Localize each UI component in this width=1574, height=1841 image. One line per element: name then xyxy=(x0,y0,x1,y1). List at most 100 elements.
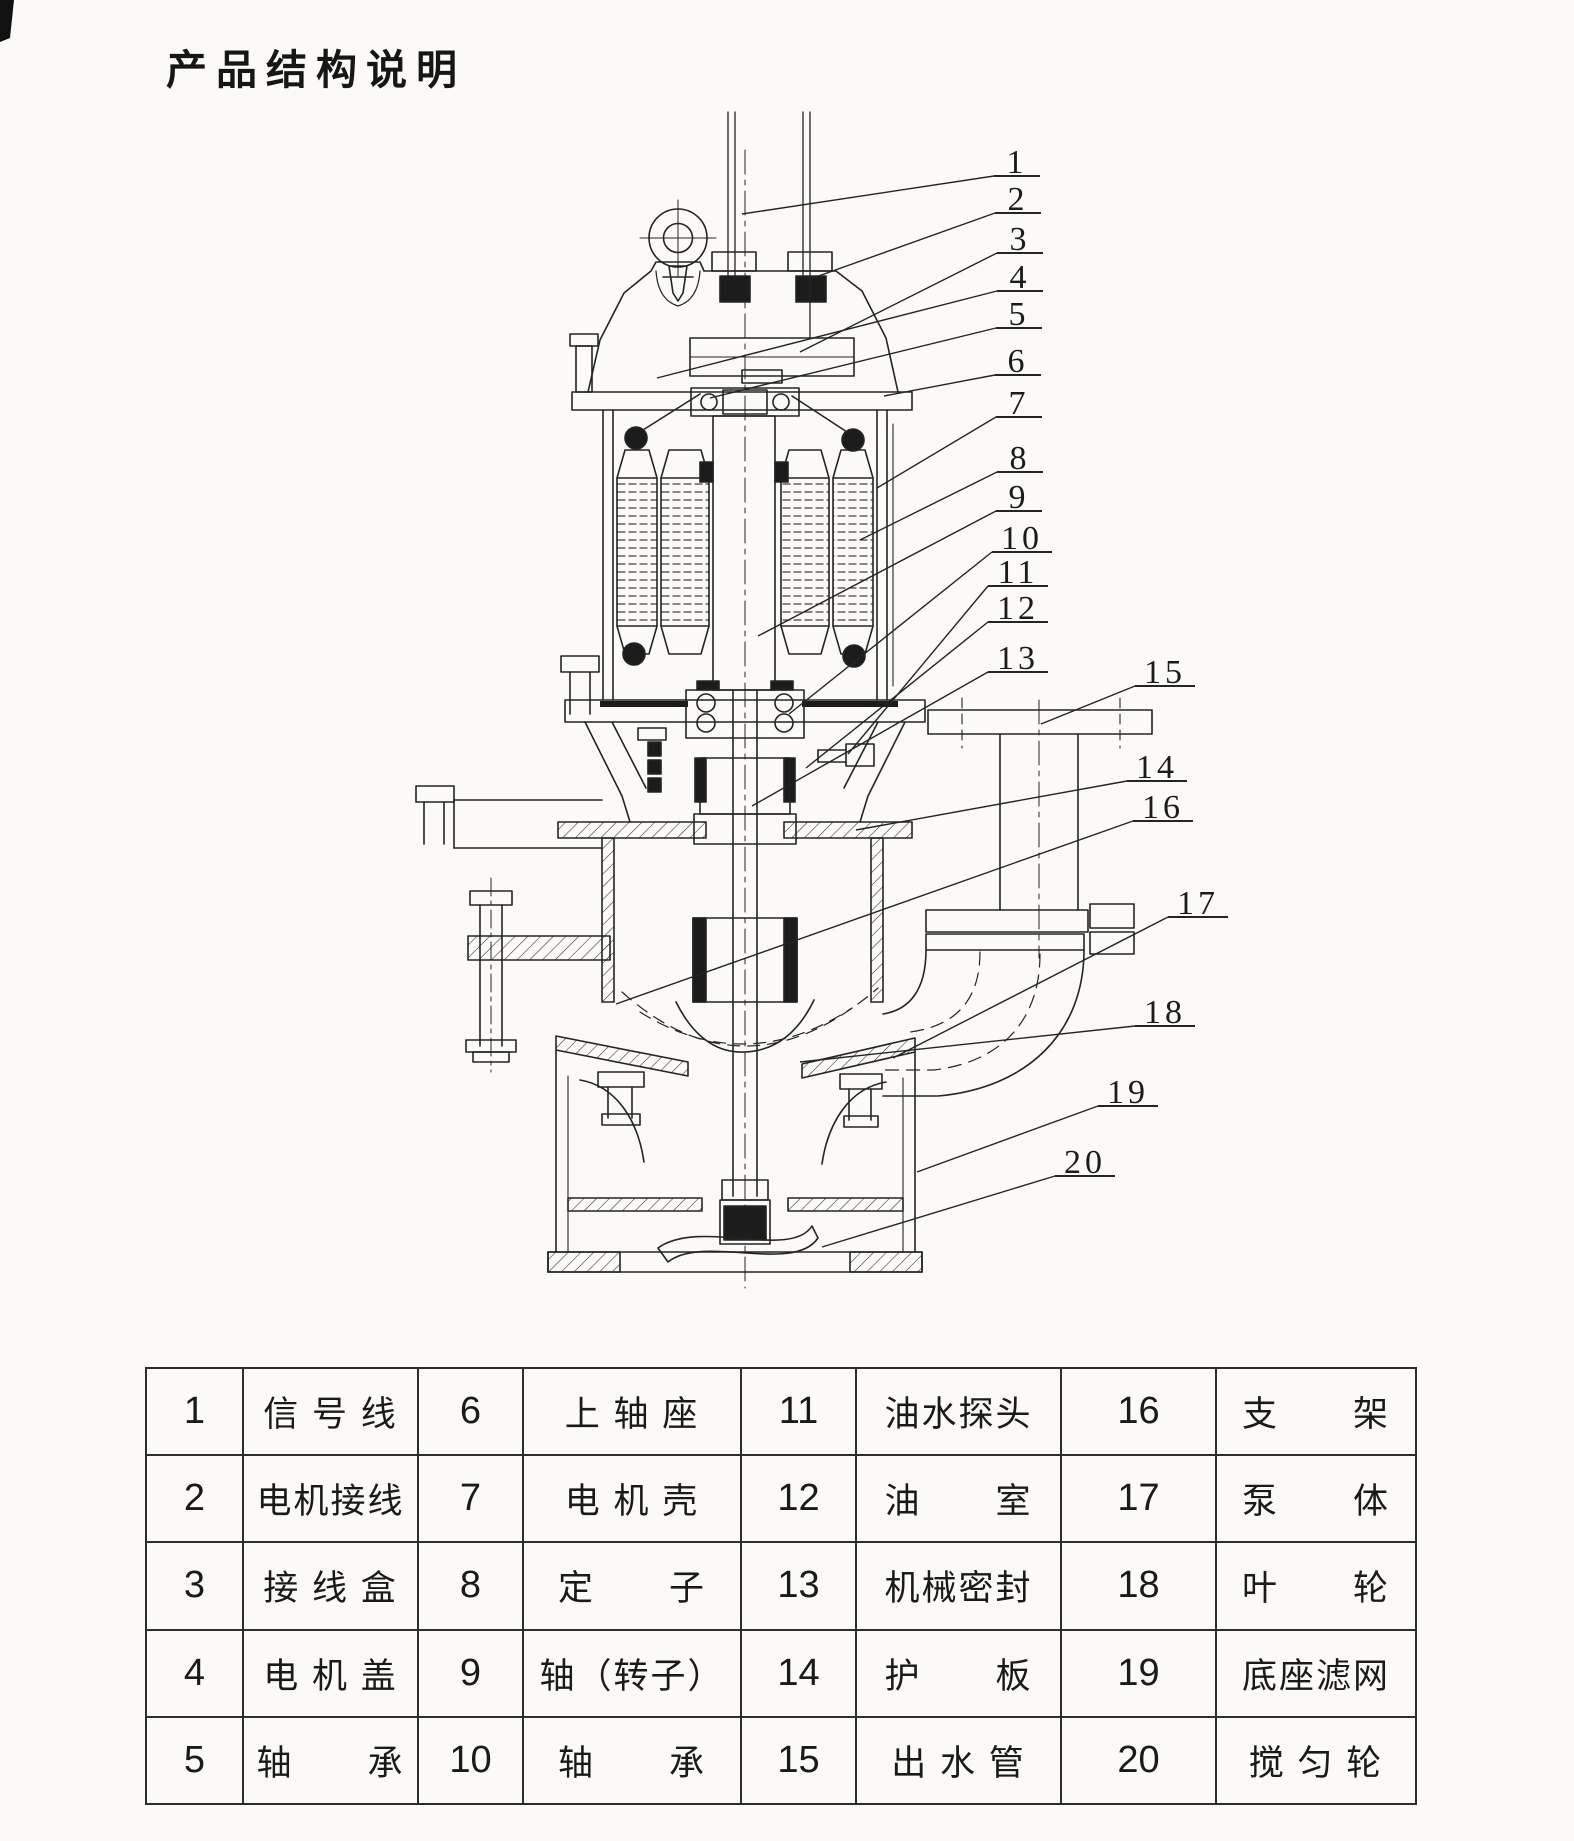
callout-number-20: 20 xyxy=(1064,1144,1106,1181)
lifting-eye xyxy=(639,199,717,302)
callout-number-16: 16 xyxy=(1142,789,1184,826)
leader-line-17 xyxy=(892,916,1169,1059)
impeller xyxy=(675,917,815,1053)
discharge-pipe xyxy=(882,697,1153,1097)
leader-line-13 xyxy=(751,671,989,807)
leader-line-3 xyxy=(799,252,998,353)
part-number-cell: 1 xyxy=(145,1366,244,1457)
part-number-cell: 4 xyxy=(145,1628,244,1718)
page-title: 产品结构说明 xyxy=(166,47,466,93)
callout-number-11: 11 xyxy=(998,554,1039,591)
part-name-cell: 机械密封 xyxy=(855,1541,1062,1631)
part-name-cell: 搅 匀 轮 xyxy=(1215,1715,1417,1806)
rotor-shaft xyxy=(699,415,789,1197)
leader-line-18 xyxy=(799,1025,1136,1063)
part-number-cell: 3 xyxy=(145,1541,244,1631)
callout-number-12: 12 xyxy=(997,590,1039,627)
part-number-cell: 15 xyxy=(740,1715,857,1806)
junction-box xyxy=(689,337,855,384)
callout-number-1: 1 xyxy=(1007,144,1028,181)
callout-number-14: 14 xyxy=(1136,749,1178,786)
part-name-cell: 出 水 管 xyxy=(855,1715,1062,1806)
callout-number-13: 13 xyxy=(997,640,1039,677)
part-name-cell: 油水探头 xyxy=(855,1366,1062,1457)
part-name-cell: 定 子 xyxy=(522,1541,742,1631)
oil-chamber xyxy=(584,721,906,823)
part-number-cell: 11 xyxy=(740,1366,857,1457)
leader-line-16 xyxy=(615,820,1134,1005)
part-name-cell: 轴 承 xyxy=(242,1715,419,1806)
callout-number-10: 10 xyxy=(1001,520,1043,557)
motor-cover xyxy=(569,261,913,411)
leader-line-20 xyxy=(821,1175,1056,1248)
part-name-cell: 上 轴 座 xyxy=(522,1366,742,1457)
callout-number-9: 9 xyxy=(1009,479,1030,516)
lower-bearing xyxy=(685,680,805,739)
part-name-cell: 叶 轮 xyxy=(1215,1541,1417,1631)
leader-line-4 xyxy=(656,290,998,379)
part-name-cell: 接 线 盒 xyxy=(242,1541,419,1631)
leader-line-10 xyxy=(788,551,993,715)
part-number-cell: 18 xyxy=(1060,1541,1217,1631)
leader-line-19 xyxy=(916,1105,1099,1173)
leader-line-1 xyxy=(741,175,995,215)
flange-bolt-left xyxy=(560,655,600,715)
pump-casing xyxy=(555,837,916,1079)
part-name-cell: 轴 承 xyxy=(522,1715,742,1806)
leader-line-6 xyxy=(883,374,996,397)
callout-number-4: 4 xyxy=(1010,259,1031,296)
callout-number-5: 5 xyxy=(1009,296,1030,333)
leader-line-15 xyxy=(1040,685,1136,725)
part-number-cell: 17 xyxy=(1060,1454,1217,1544)
part-number-cell: 13 xyxy=(740,1541,857,1631)
part-name-cell: 电 机 壳 xyxy=(522,1454,742,1544)
leader-line-12 xyxy=(805,621,989,769)
callout-number-8: 8 xyxy=(1010,440,1031,477)
callout-number-6: 6 xyxy=(1008,343,1029,380)
part-number-cell: 7 xyxy=(417,1454,524,1544)
guard-plate xyxy=(557,813,913,845)
part-name-cell: 底座滤网 xyxy=(1215,1628,1417,1718)
part-number-cell: 5 xyxy=(145,1715,244,1806)
callout-number-2: 2 xyxy=(1008,181,1029,218)
part-number-cell: 14 xyxy=(740,1628,857,1718)
scan-artifact xyxy=(0,0,14,42)
part-name-cell: 支 架 xyxy=(1215,1366,1417,1457)
callout-number-3: 3 xyxy=(1010,221,1031,258)
part-number-cell: 12 xyxy=(740,1454,857,1544)
leader-line-14 xyxy=(855,780,1128,831)
callout-number-18: 18 xyxy=(1144,994,1186,1031)
leader-line-11 xyxy=(847,585,989,755)
leader-line-9 xyxy=(757,510,997,637)
part-number-cell: 20 xyxy=(1060,1715,1217,1806)
leader-line-2 xyxy=(812,212,996,279)
callout-number-17: 17 xyxy=(1177,885,1219,922)
callout-number-19: 19 xyxy=(1107,1074,1149,1111)
part-name-cell: 电 机 盖 xyxy=(242,1628,419,1718)
stator-windings xyxy=(616,393,874,668)
cable-glands xyxy=(711,251,833,303)
part-number-cell: 16 xyxy=(1060,1366,1217,1457)
callout-number-15: 15 xyxy=(1144,654,1186,691)
signal-and-power-cables xyxy=(727,111,811,338)
leader-line-5 xyxy=(709,327,997,399)
pump-cross-section xyxy=(415,111,1153,1289)
leader-line-7 xyxy=(876,416,997,489)
leader-line-8 xyxy=(859,471,998,541)
part-name-cell: 轴（转子） xyxy=(522,1628,742,1718)
support-stand xyxy=(415,785,611,1073)
callout-number-7: 7 xyxy=(1009,385,1030,422)
part-name-cell: 信 号 线 xyxy=(242,1366,419,1457)
part-number-cell: 9 xyxy=(417,1628,524,1718)
part-name-cell: 护 板 xyxy=(855,1628,1062,1718)
part-number-cell: 19 xyxy=(1060,1628,1217,1718)
mixing-wheel xyxy=(657,1179,819,1263)
